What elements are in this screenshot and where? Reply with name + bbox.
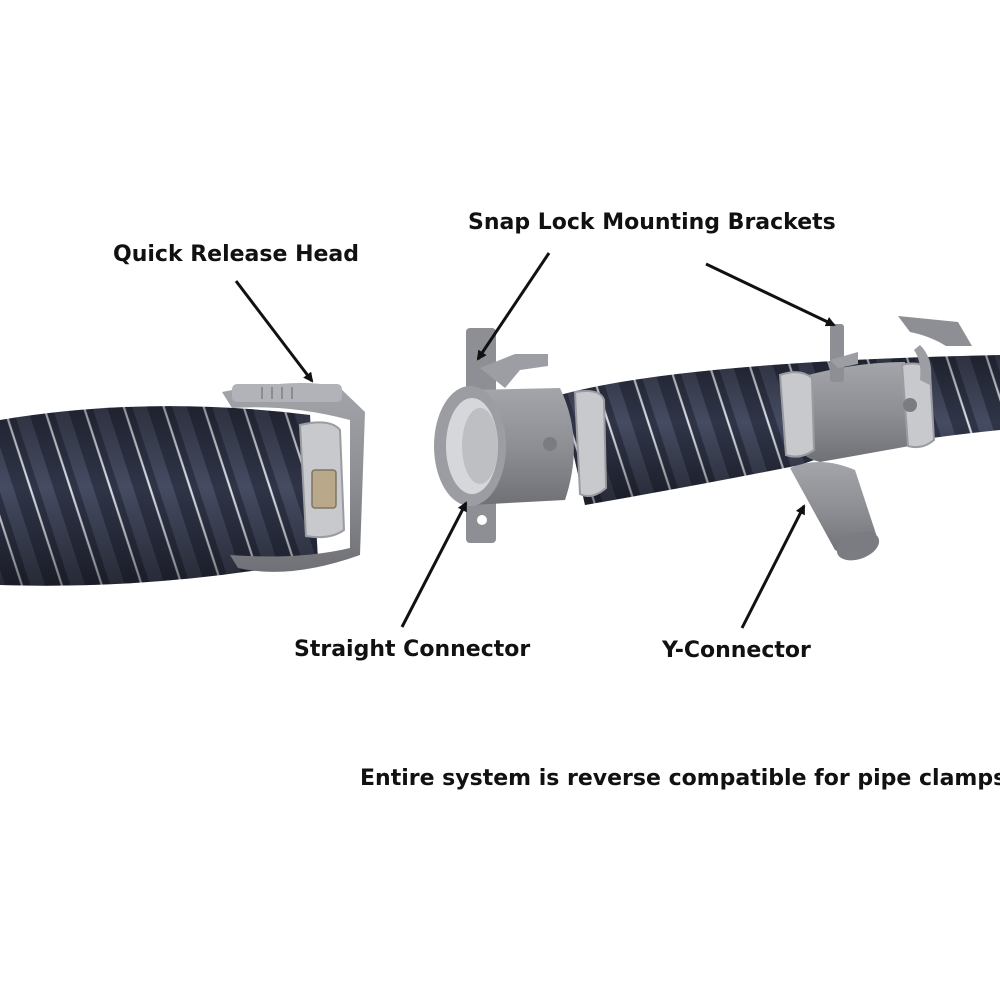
arrow-quick-release-head: [234, 280, 314, 383]
snap-lock-bracket-middle: [830, 324, 858, 382]
compatibility-note: Entire system is reverse compatible for …: [360, 766, 1000, 791]
y-connector-label: Y-Connector: [662, 638, 811, 663]
arrow-y-connector: [740, 504, 806, 629]
left-hose: [0, 406, 318, 586]
snap-lock-brackets-label: Snap Lock Mounting Brackets: [468, 210, 836, 235]
arrow-snap-lock-right: [705, 262, 836, 327]
y-connector: [778, 362, 936, 561]
quick-release-head-label: Quick Release Head: [113, 242, 360, 267]
arrow-snap-lock-left: [476, 252, 551, 361]
snap-lock-bracket-right: [898, 316, 972, 385]
arrow-straight-connector: [400, 501, 468, 628]
straight-connector-label: Straight Connector: [294, 637, 531, 662]
leader-arrows: [234, 252, 836, 629]
quick-release-head: [222, 383, 365, 572]
straight-connector: [434, 386, 608, 506]
